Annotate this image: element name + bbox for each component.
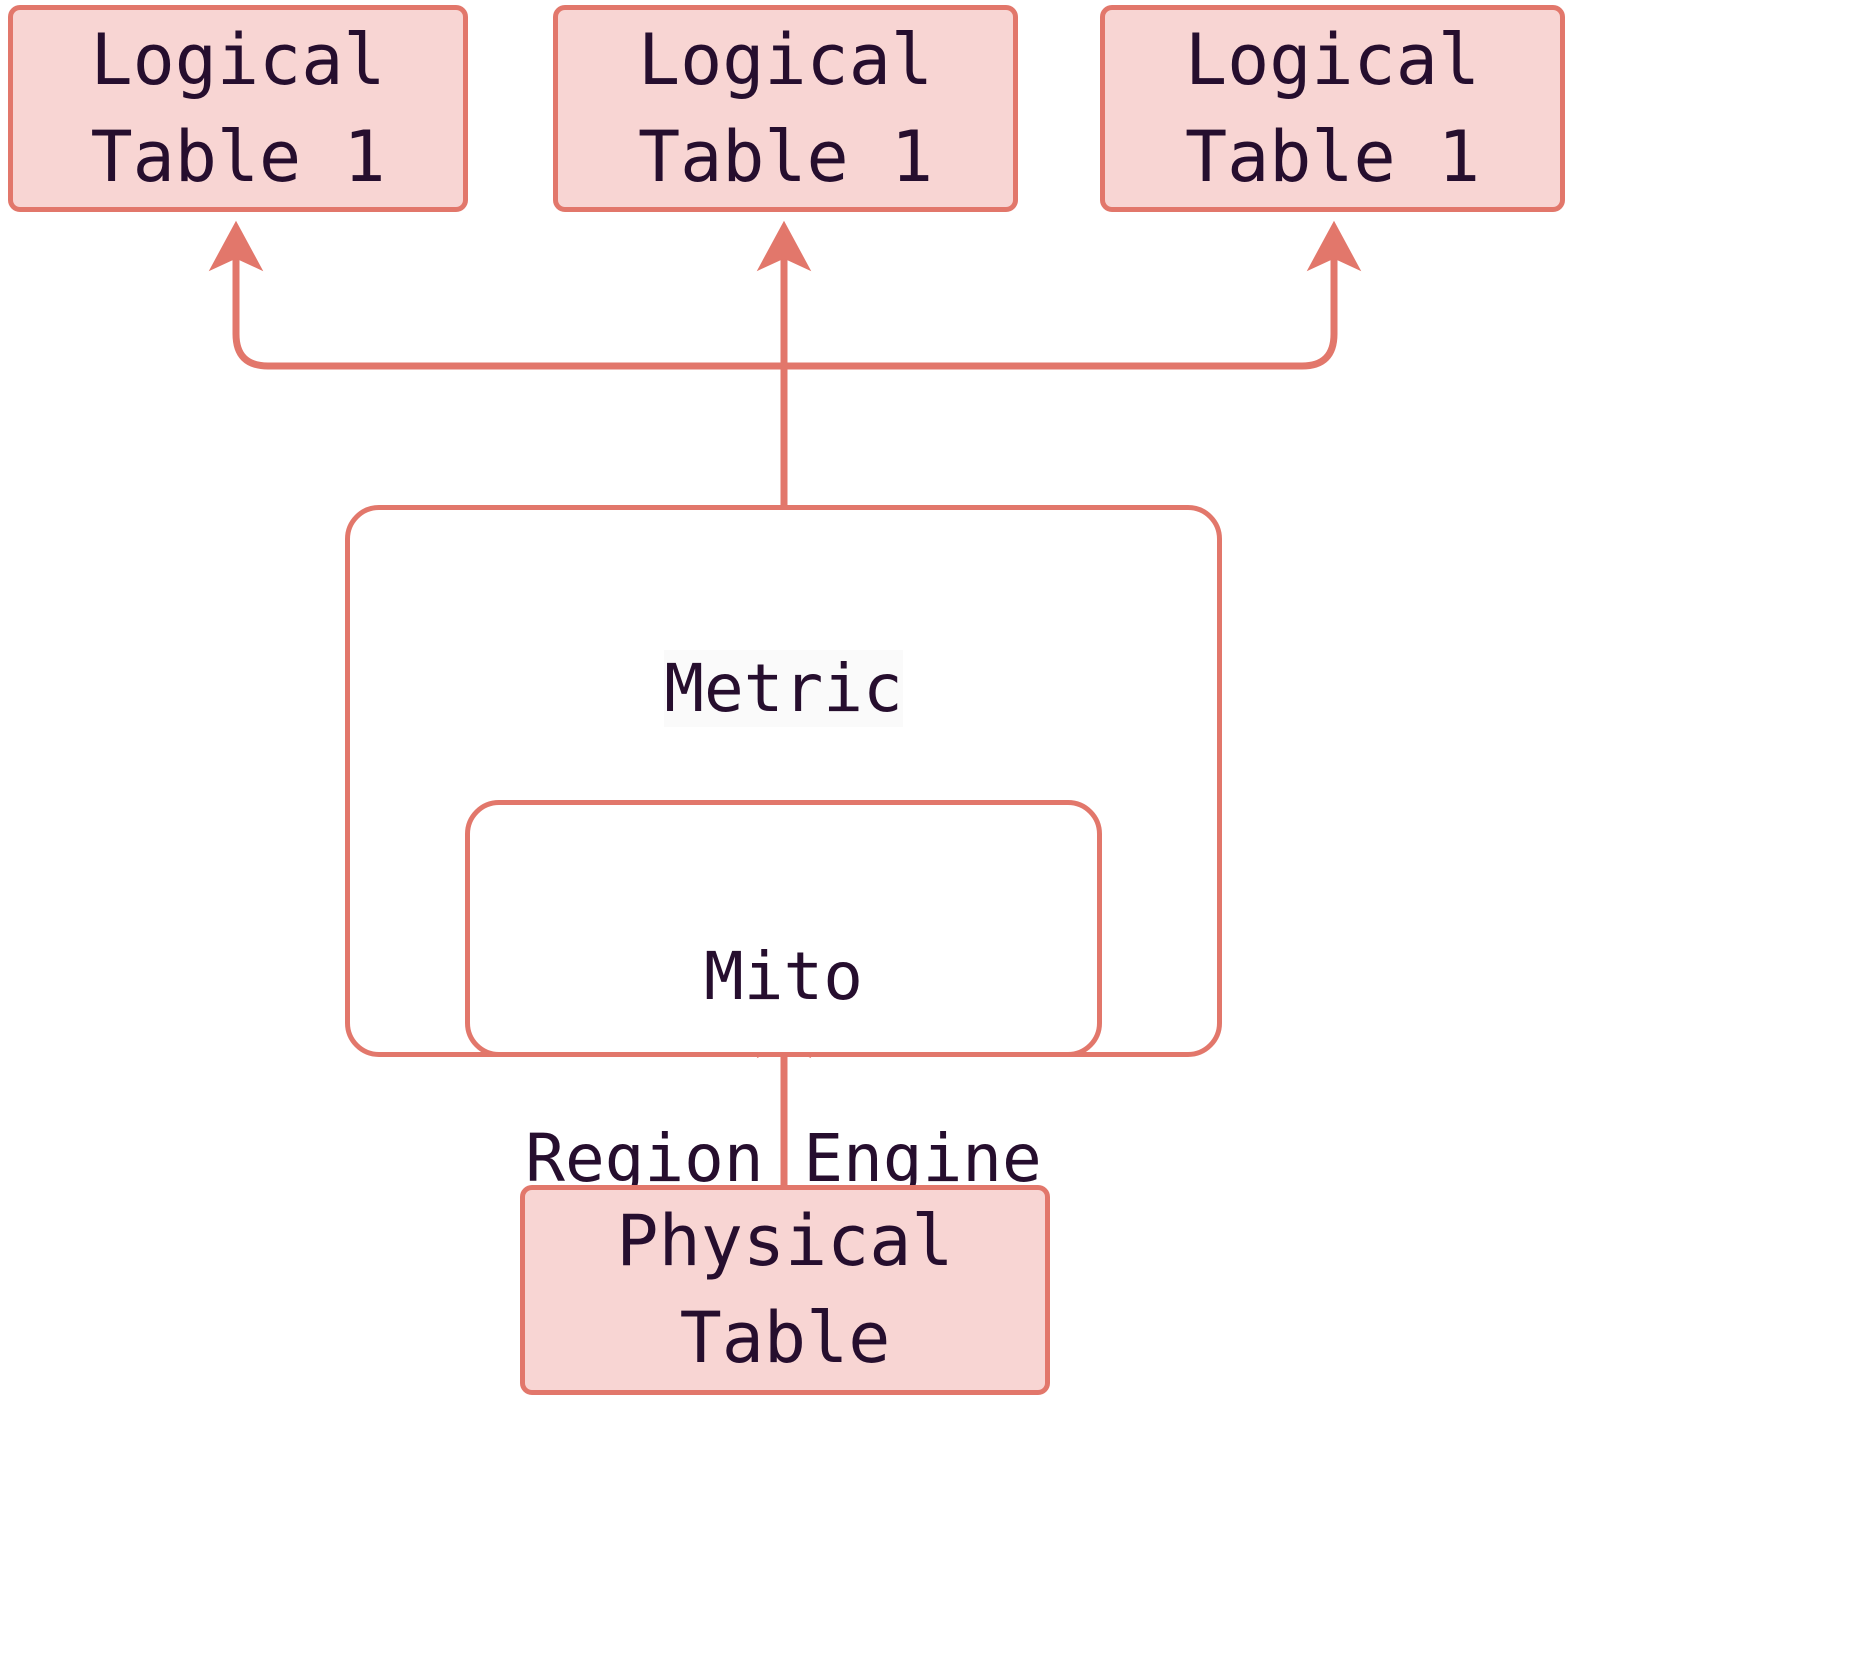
mito-region-engine-label-line2: Region Engine — [525, 1120, 1042, 1198]
mito-region-engine-label: Mito Region Engine — [465, 840, 1102, 1295]
logical-table-2-label: Logical Table 1 — [637, 18, 933, 198]
metric-region-engine-label-line1: Metric — [664, 650, 903, 728]
node-physical-table[interactable]: Physical Table — [520, 1185, 1050, 1395]
node-logical-table-1[interactable]: Logical Table 1 — [8, 5, 468, 212]
logical-table-1-label: Logical Table 1 — [90, 18, 386, 198]
edge-bus-to-logical-table-1 — [208, 220, 788, 370]
node-mito-region-engine[interactable] — [465, 800, 1102, 1057]
node-logical-table-2[interactable]: Logical Table 1 — [553, 5, 1018, 212]
edge-bus-to-logical-table-3 — [780, 220, 1362, 370]
logical-table-3-label: Logical Table 1 — [1184, 18, 1480, 198]
mito-region-engine-label-line1: Mito — [704, 938, 863, 1016]
node-logical-table-3[interactable]: Logical Table 1 — [1100, 5, 1565, 212]
physical-table-label: Physical Table — [616, 1200, 954, 1379]
